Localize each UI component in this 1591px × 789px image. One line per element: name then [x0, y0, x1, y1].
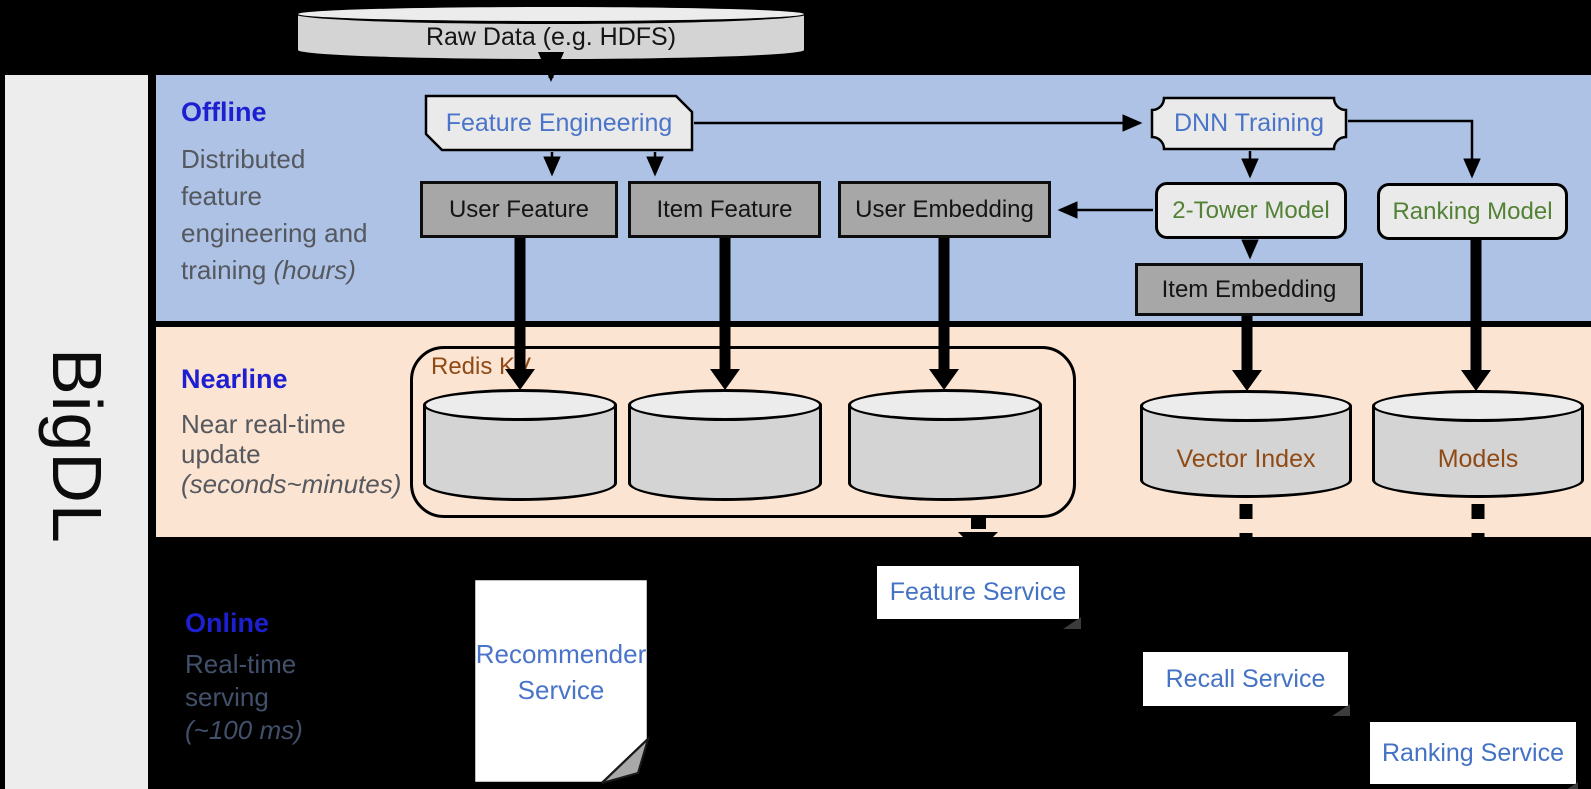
nearline-subtitle-line: Near real-time [181, 409, 346, 439]
plaque-shape [1150, 96, 1348, 151]
ranking-model-node: Ranking Model [1377, 183, 1568, 240]
redis-kv-label: Redis KV [431, 353, 532, 380]
vector-index-store: Vector Index [1140, 390, 1352, 498]
document-shape [472, 577, 650, 785]
redis-cylinder-3 [848, 389, 1042, 501]
vector-index-label: Vector Index [1176, 444, 1316, 473]
item-feature-node: Item Feature [628, 181, 821, 238]
ranking-service-label: Ranking Service [1381, 738, 1565, 767]
feature-service-label: Feature Service [889, 578, 1067, 606]
cylinder-top [848, 389, 1042, 421]
ranking-model-label: Ranking Model [1392, 197, 1553, 225]
nearline-subtitle-line: (seconds~minutes) [181, 469, 402, 499]
snip-corner-shape [424, 94, 694, 152]
cylinder-body [848, 405, 1042, 501]
recommender-service-node: Recommender Service [472, 577, 650, 785]
offline-band: Offline Distributed feature engineering … [156, 75, 1591, 321]
offline-subtitle-line: training (hours) [181, 255, 356, 285]
offline-subtitle: Distributed feature engineering and trai… [181, 141, 368, 289]
dnn-training-node: DNN Training [1150, 96, 1348, 151]
feature-engineering-node: Feature Engineering [424, 94, 694, 152]
online-subtitle-line: Real-time [185, 649, 297, 679]
offline-title: Offline [181, 97, 267, 127]
cylinder-body [1372, 406, 1584, 498]
models-label: Models [1437, 444, 1519, 473]
cylinder-top [1140, 390, 1352, 422]
offline-subtitle-line: engineering and [181, 218, 368, 248]
two-tower-model-node: 2-Tower Model [1155, 182, 1347, 239]
nearline-title: Nearline [181, 364, 288, 394]
redis-kv-container: Redis KV [410, 346, 1076, 518]
models-store: Models [1372, 390, 1584, 498]
offline-subtitle-line: feature [181, 181, 262, 211]
item-feature-label: Item Feature [656, 195, 793, 223]
bigdl-sidebar: BigDL [5, 75, 148, 789]
feature-service-node: Feature Service [877, 566, 1081, 629]
offline-subtitle-line: Distributed [181, 144, 306, 174]
cylinder-body [423, 405, 617, 501]
recall-service-label: Recall Service [1165, 664, 1326, 693]
cylinder-top [295, 4, 807, 24]
recall-service-node: Recall Service [1143, 652, 1350, 716]
item-embedding-node: Item Embedding [1135, 263, 1363, 316]
cylinder-top [1372, 390, 1584, 422]
cylinder-top [628, 389, 822, 421]
raw-data-label: Raw Data (e.g. HDFS) [425, 22, 677, 51]
online-title: Online [185, 608, 270, 638]
nearline-subtitle-line: update [181, 439, 261, 469]
item-embedding-label: Item Embedding [1161, 275, 1337, 303]
nearline-subtitle: Near real-time update (seconds~minutes) [181, 409, 401, 499]
two-tower-model-label: 2-Tower Model [1172, 196, 1330, 224]
online-subtitle-line: (~100 ms) [185, 715, 303, 745]
raw-data-store: Raw Data (e.g. HDFS) [295, 4, 807, 62]
user-embedding-node: User Embedding [838, 181, 1051, 238]
user-feature-node: User Feature [420, 181, 618, 238]
redis-cylinder-2 [628, 389, 822, 501]
user-embedding-label: User Embedding [855, 195, 1034, 223]
user-feature-label: User Feature [448, 195, 590, 223]
online-subtitle-line: serving [185, 682, 269, 712]
bigdl-logo-text: BigDL [37, 348, 116, 545]
folded-corner [601, 735, 650, 784]
cylinder-body [628, 405, 822, 501]
cylinder-top [423, 389, 617, 421]
online-subtitle: Real-time serving (~100 ms) [185, 648, 303, 747]
ranking-service-node: Ranking Service [1370, 722, 1578, 789]
redis-cylinder-1 [423, 389, 617, 501]
